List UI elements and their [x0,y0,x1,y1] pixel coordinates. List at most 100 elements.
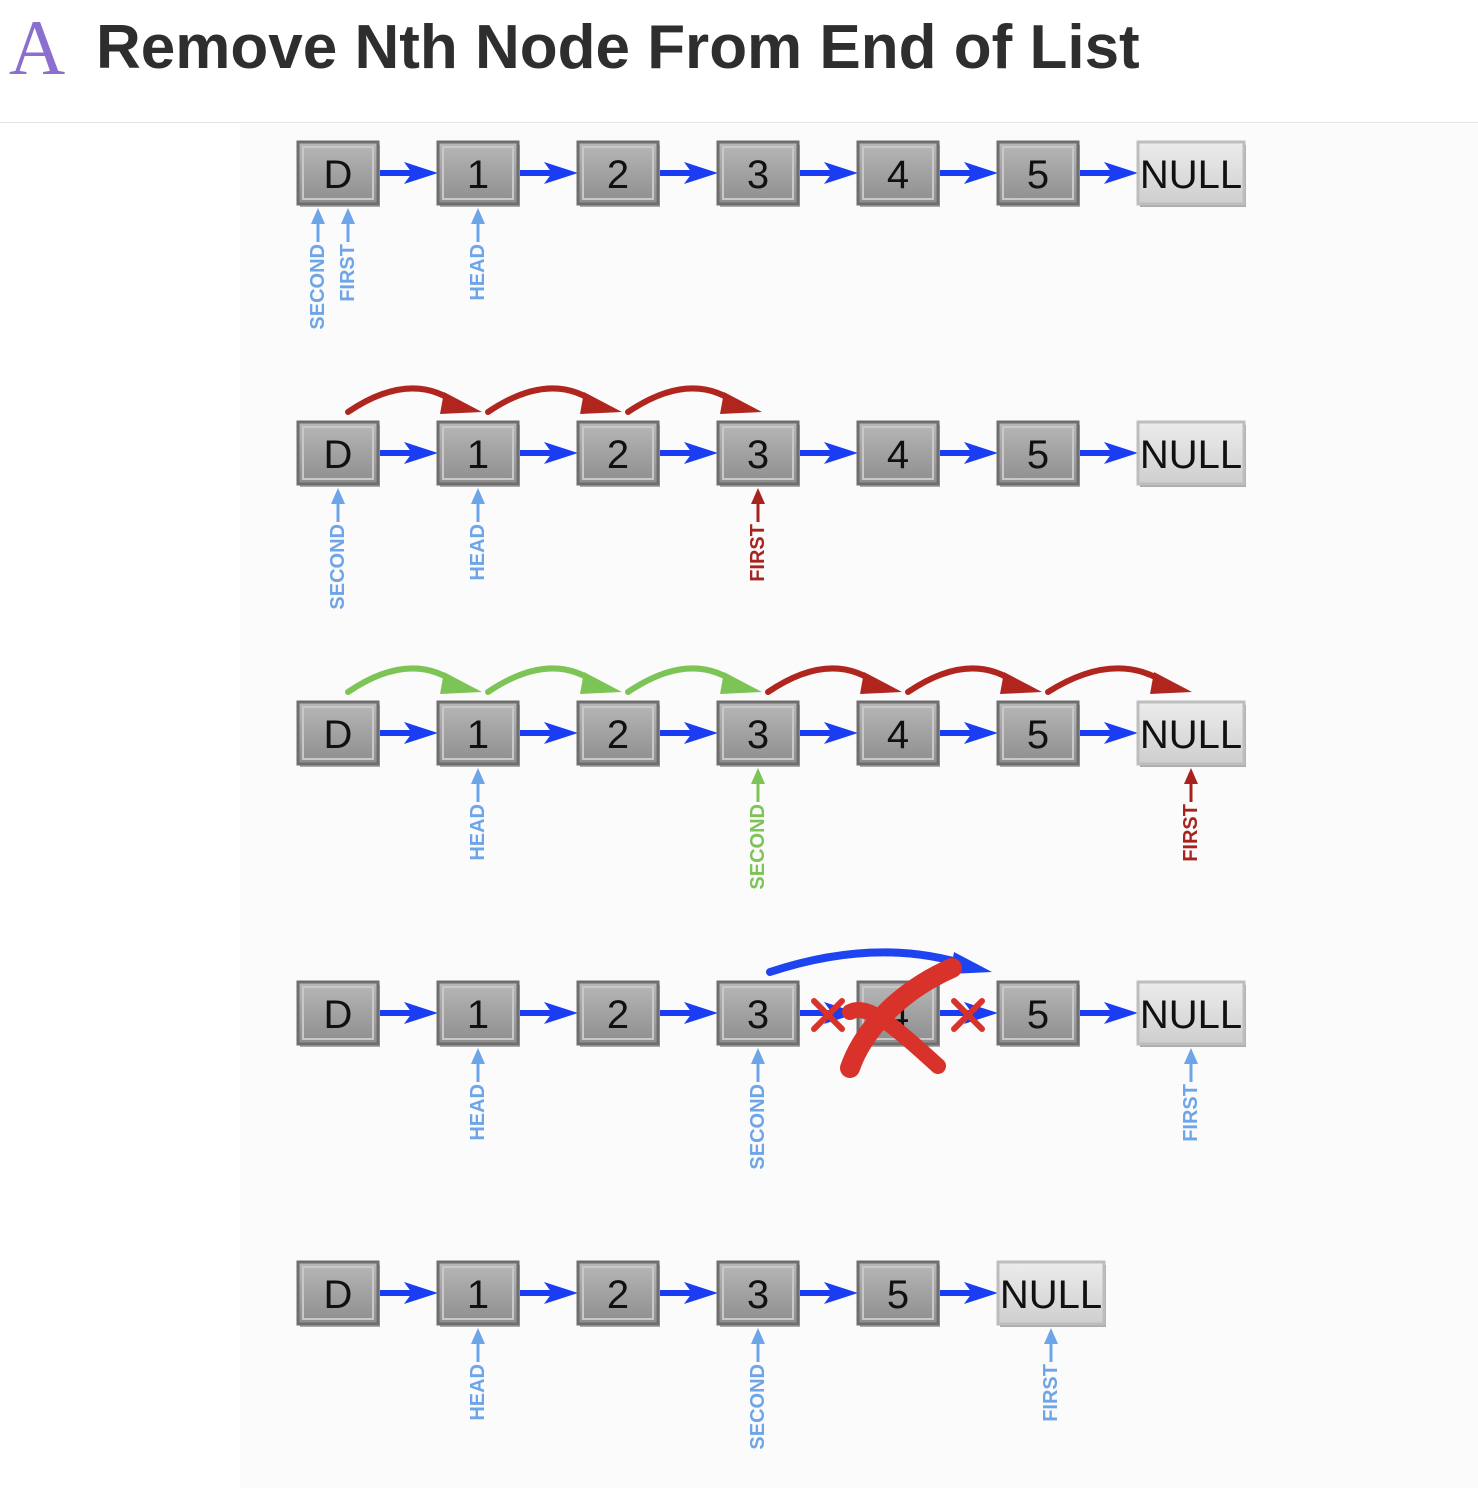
list-node: 5 [996,420,1080,487]
pointer-label: HEAD [467,1084,489,1141]
node-inner-bevel [302,706,374,760]
pointer-label: HEAD [467,244,489,301]
remove-node-x-icon [840,958,962,1078]
move-arrow-red-head [860,672,902,694]
node-box [436,420,520,486]
node-box [716,1260,800,1326]
site-logo-icon: A [8,4,66,91]
node-value: 2 [607,433,629,477]
next-link-arrow [520,1002,578,1024]
list-node: 2 [576,1260,660,1327]
list-node: D [296,420,380,487]
node-box [996,700,1080,766]
move-arrow-red [905,665,1042,695]
null-box [1136,140,1246,206]
node-inner-bevel [442,1266,514,1320]
pointer-head: HEAD [467,208,489,301]
move-arrow-red [345,385,482,415]
node-inner-bevel [582,706,654,760]
pointer-label: SECOND [747,1364,769,1450]
page-title: Remove Nth Node From End of List [96,13,1140,82]
pointer-head: HEAD [467,768,489,861]
next-link-head [684,162,718,184]
node-box [296,420,380,486]
node-value: 3 [747,433,769,477]
next-link-head [544,722,578,744]
node-value: D [324,433,353,477]
remove-x-stroke-b [840,958,962,1078]
node-value: D [324,993,353,1037]
node-value: 3 [747,1273,769,1317]
pointer-arrowhead [471,1328,485,1344]
next-link-arrow [520,1282,578,1304]
broken-link-left-cross-icon-stroke-b [811,998,845,1032]
next-link-arrow [520,162,578,184]
pointer-arrowhead [751,1328,765,1344]
node-inner-bevel [722,146,794,200]
pointer-label: FIRST [1180,1084,1202,1142]
next-link-head [1104,1002,1138,1024]
list-node: D [296,980,380,1047]
node-value: 1 [467,993,489,1037]
next-link-head [544,1282,578,1304]
pointer-label: HEAD [467,524,489,581]
node-inner-bevel [442,426,514,480]
node-value: 3 [747,993,769,1037]
move-arrow-red [485,385,622,415]
node-box [996,980,1080,1046]
null-label: NULL [1140,713,1242,757]
pointer-arrowhead [751,1048,765,1064]
list-node: 3 [716,980,800,1047]
null-box [1136,700,1246,766]
next-link-arrow [1080,162,1138,184]
node-box [576,420,660,486]
next-link-arrow [1080,722,1138,744]
next-link-arrow [800,442,858,464]
list-node: 2 [576,420,660,487]
node-value: 3 [747,713,769,757]
next-link-head [404,442,438,464]
node-value: 1 [467,433,489,477]
list-node: 5 [996,700,1080,767]
next-link-head [964,162,998,184]
next-link-head [824,722,858,744]
node-inner-bevel [582,986,654,1040]
move-arrow-red-head [720,392,762,414]
move-arrow-red [1045,665,1192,695]
next-link-arrow [800,722,858,744]
move-arrow-green [345,665,482,695]
null-node: NULL [1136,420,1246,487]
list-node: 2 [576,700,660,767]
null-label: NULL [1140,433,1242,477]
next-link-arrow [940,162,998,184]
node-box [576,140,660,206]
pointer-head: HEAD [467,1328,489,1421]
next-link-arrow [380,1002,438,1024]
node-inner-bevel [302,426,374,480]
list-node: 5 [996,980,1080,1047]
next-link-head [404,1282,438,1304]
move-arrow-red [625,385,762,415]
pointer-arrowhead [471,1048,485,1064]
pointer-label: SECOND [307,244,329,330]
pointer-arrowhead [311,208,325,224]
list-node: 1 [436,140,520,207]
node-value: D [324,1273,353,1317]
move-arrow-red-head [580,392,622,414]
node-box [716,980,800,1046]
node-value: 2 [607,993,629,1037]
node-box [716,420,800,486]
node-inner-bevel [722,706,794,760]
list-node: 2 [576,980,660,1047]
node-value: 5 [1027,713,1049,757]
node-box [296,140,380,206]
next-link-head [684,442,718,464]
node-value: 4 [887,433,909,477]
node-inner-bevel [1002,706,1074,760]
move-arrow-green [485,665,622,695]
node-value: 4 [887,153,909,197]
